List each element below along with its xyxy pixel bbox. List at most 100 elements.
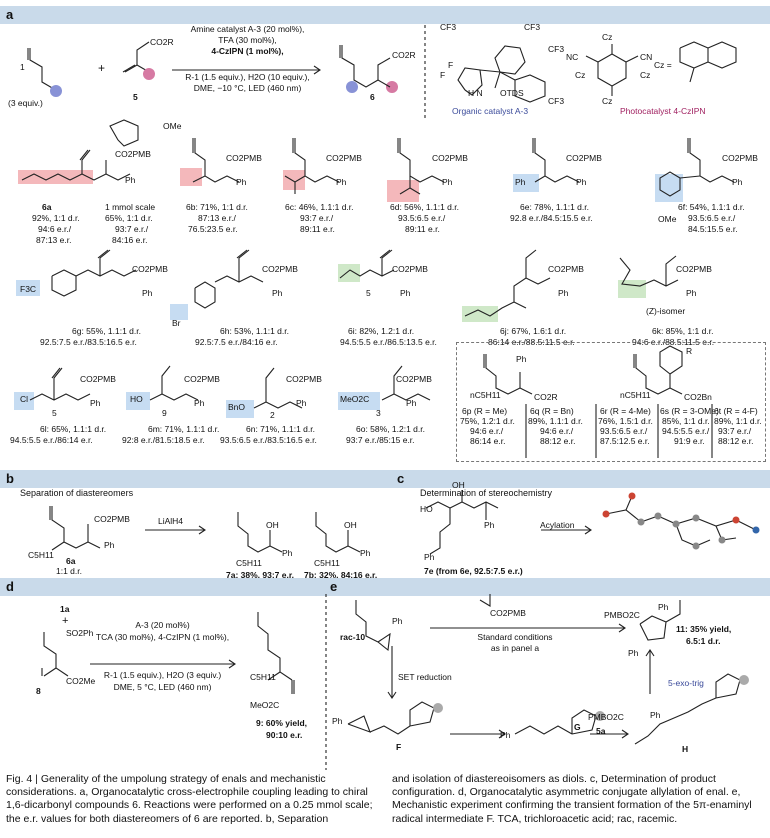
6q-l2: 94:6 e.r./ xyxy=(540,426,574,436)
d-cond3: R-1 (1.5 equiv.), H2O (3 equiv.) xyxy=(103,670,222,680)
n5-6l: 5 xyxy=(52,408,57,418)
6j-line1: 6j: 67%, 1.6:1 d.r. xyxy=(500,326,567,336)
cond-2: TFA (30 mol%), xyxy=(218,35,277,45)
6l-line2: 94.5:5.5 e.r./86:14 e.r. xyxy=(10,435,93,445)
6a-line2: 94:6 e.r./ xyxy=(38,224,72,234)
scheme-a-structures xyxy=(27,25,737,120)
6p-l1: 75%, 1.2:1 d.r. xyxy=(460,416,515,426)
co2pmb-6o: CO2PMB xyxy=(396,374,432,384)
6t-name: 6t (R = 4-F) xyxy=(714,406,758,416)
panel-b-label: b xyxy=(6,471,14,486)
6s-l1: 85%, 1:1 d.r. xyxy=(662,416,710,426)
cmp6-num: 6 xyxy=(370,92,375,102)
ph-6h: Ph xyxy=(272,288,283,298)
cmp1-num: 1 xyxy=(20,62,25,72)
d-plus: + xyxy=(62,615,69,627)
6n-line1: 6n: 71%, 1.1:1 d.r. xyxy=(246,424,315,434)
b-ph1: Ph xyxy=(282,548,293,558)
panel-c-structures xyxy=(425,490,760,555)
cmp5-num: 5 xyxy=(133,92,138,102)
panel-b-structures xyxy=(49,506,361,553)
dashed-box-6p-6t xyxy=(456,342,766,462)
plus-sign: + xyxy=(98,61,106,75)
n9-6m: 9 xyxy=(162,408,167,418)
c-ho: HO xyxy=(420,504,433,514)
e-pmbo2c-2: PMBO2C xyxy=(588,712,624,722)
e-cond1: Standard conditions xyxy=(477,632,553,642)
e-5a: 5a xyxy=(596,726,606,736)
6o-line2: 93:7 e.r./85:15 e.r. xyxy=(346,435,415,445)
b-oh2: OH xyxy=(344,520,357,530)
hn-label: H N xyxy=(468,88,483,98)
co2pmb-6m: CO2PMB xyxy=(184,374,220,384)
6i-line1: 6i: 82%, 1.2:1 d.r. xyxy=(348,326,415,336)
b-c5h11-1: C5H11 xyxy=(236,558,262,568)
6t-l2: 93:7 e.r./ xyxy=(718,426,752,436)
ph-6a: Ph xyxy=(125,175,136,185)
cf3-a: CF3 xyxy=(440,22,457,32)
cz-equals: Cz = xyxy=(654,60,672,70)
6q-name: 6q (R = Bn) xyxy=(530,406,574,416)
c5h11-box-right: nC5H11 xyxy=(620,390,651,400)
f3c-6g: F3C xyxy=(20,284,37,294)
c-reagent: Acylation xyxy=(540,520,575,530)
e-H: H xyxy=(682,744,689,754)
ph-6n: Ph xyxy=(296,398,307,408)
co2pmb-6l: CO2PMB xyxy=(80,374,116,384)
6p-l3: 86:14 e.r. xyxy=(470,436,506,446)
6h-line1: 6h: 53%, 1.1:1 d.r. xyxy=(220,326,289,336)
ph-6e-start: Ph xyxy=(515,177,526,187)
d-prod2: 90:10 e.r. xyxy=(266,730,303,740)
ph-6f: Ph xyxy=(732,177,743,187)
co2pmb-6k: CO2PMB xyxy=(676,264,712,274)
6r-l1: 76%, 1.5:1 d.r. xyxy=(598,416,653,426)
6n-line2: 93.5:6.5 e.r./83.5:16.5 e.r. xyxy=(220,435,317,445)
6b-line3: 76.5:23.5 e.r. xyxy=(188,224,238,234)
c-ph2: Ph xyxy=(424,552,435,562)
6t-l3: 88:12 e.r. xyxy=(718,436,754,446)
6b-line1: 6b: 71%, 1:1 d.r. xyxy=(186,202,248,212)
ph-6g: Ph xyxy=(142,288,153,298)
panel-bc-header xyxy=(0,470,770,488)
br-6h: Br xyxy=(172,318,181,328)
photocatalyst-label: Photocatalyst 4-CzIPN xyxy=(620,106,706,116)
d-cond2: TCA (30 mol%), 4-CzIPN (1 mol%), xyxy=(95,632,230,642)
e-F: F xyxy=(396,742,402,752)
d-meo2c: MeO2C xyxy=(250,700,280,710)
meo2c-6o: MeO2C xyxy=(340,394,370,404)
6k-line1: 6k: 85%, 1:1 d.r. xyxy=(652,326,714,336)
box-dividers xyxy=(525,404,713,458)
e-ph-G: Ph xyxy=(500,730,511,740)
e-ph-F: Ph xyxy=(332,716,343,726)
6q-l1: 89%, 1.1:1 d.r. xyxy=(528,416,583,426)
e-sm: rac-10 xyxy=(340,632,366,642)
6c-line2: 93:7 e.r./ xyxy=(300,213,334,223)
panel-d-structures xyxy=(41,612,295,694)
box-structures xyxy=(483,345,683,395)
cz-left: Cz xyxy=(575,70,586,80)
6g-line2: 92.5:7.5 e.r./83.5:16.5 e.r. xyxy=(40,337,137,347)
ph-6d: Ph xyxy=(442,177,453,187)
ph-6k: Ph xyxy=(686,288,697,298)
ph-6o: Ph xyxy=(406,398,417,408)
e-prod2: 6.5:1 d.r. xyxy=(686,636,721,646)
6f-line3: 84.5:15.5 e.r. xyxy=(688,224,738,234)
e-cond2: as in panel a xyxy=(490,643,540,653)
label-6a: 6a xyxy=(42,202,52,212)
b-sm: 6a xyxy=(66,556,76,566)
d-r1: 1a xyxy=(60,604,70,614)
cz-right: Cz xyxy=(640,70,651,80)
nc-label: NC xyxy=(566,52,579,62)
e-prod: 11: 35% yield, xyxy=(676,624,732,634)
r-box: R xyxy=(686,346,693,356)
panel-d-label: d xyxy=(6,579,14,594)
ph-6c: Ph xyxy=(336,177,347,187)
b-ph2: Ph xyxy=(360,548,371,558)
b-c5h11-2: C5H11 xyxy=(314,558,340,568)
cond-1: Amine catalyst A-3 (20 mol%), xyxy=(190,24,305,34)
e-ph-11b: Ph xyxy=(628,648,639,658)
otds-label: OTDS xyxy=(500,88,524,98)
6h-line2: 92.5:7.5 e.r./84:16 e.r. xyxy=(195,337,278,347)
panel-a-label: a xyxy=(6,7,14,22)
n3-6o: 3 xyxy=(376,408,381,418)
